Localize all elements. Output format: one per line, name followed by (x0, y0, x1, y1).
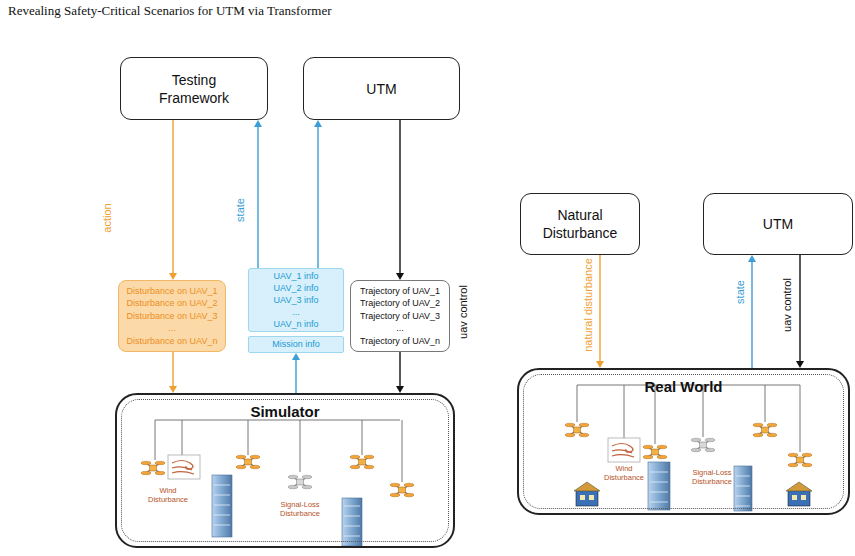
arrow-head (596, 361, 604, 368)
environment-box: Real World (517, 368, 850, 515)
node-text: ... (292, 306, 300, 318)
node-text: ... (396, 322, 404, 335)
flow-arrow (169, 352, 177, 393)
arrow-head (254, 120, 262, 127)
node-text: Trajectory of UAV_3 (360, 310, 440, 323)
drone-icon (350, 455, 374, 469)
trajectory-list-box: Trajectory of UAV_1Trajectory of UAV_2Tr… (350, 280, 450, 352)
flow-arrow (396, 120, 404, 280)
flow-arrow (254, 120, 262, 268)
drone-icon (236, 455, 260, 469)
node-text: UAV_1 info (274, 270, 319, 282)
node-text: Mission info (272, 339, 320, 350)
node-text: Testing Framework (148, 71, 240, 107)
arrow-head (748, 255, 756, 262)
flow-line (317, 126, 318, 268)
wiring (155, 420, 402, 482)
drone-icon (288, 475, 312, 489)
component-box: Natural Disturbance (520, 193, 640, 255)
flow-line (399, 120, 400, 274)
flow-label: state (734, 280, 746, 304)
node-text: UTM (366, 80, 396, 98)
building-icon (734, 466, 752, 511)
action-list-box: Disturbance on UAV_1Disturbance on UAV_2… (118, 280, 226, 352)
arrow-head (169, 386, 177, 393)
wind-icon (608, 438, 640, 462)
arrow-head (292, 353, 300, 360)
flow-label: uav control (457, 285, 469, 339)
mission-box: Mission info (248, 336, 344, 353)
node-text: Simulator (250, 403, 319, 420)
inner-frame (121, 399, 449, 542)
arrow-head (396, 386, 404, 393)
flow-line (295, 359, 296, 393)
flow-label: uav control (781, 278, 793, 332)
arrow-head (169, 273, 177, 280)
flow-arrow (314, 120, 322, 268)
node-text: Trajectory of UAV_n (360, 335, 440, 348)
node-text: Trajectory of UAV_1 (360, 285, 440, 298)
node-text: UTM (763, 215, 793, 233)
drone-icon (788, 453, 812, 467)
flow-arrow (292, 353, 300, 393)
drone-icon (691, 438, 715, 452)
building-icon (648, 462, 670, 510)
disturbance-label: Wind Disturbance (143, 486, 193, 504)
building-icon (342, 498, 362, 546)
node-text: UAV_2 info (274, 282, 319, 294)
node-text: ... (168, 322, 176, 335)
component-box: UTM (703, 193, 853, 255)
building-icon (212, 475, 232, 537)
disturbance-label: Signal-Loss Disturbance (273, 500, 328, 518)
flow-line (172, 352, 173, 387)
component-box: Testing Framework (120, 57, 268, 120)
component-box: UTM (303, 57, 460, 120)
flow-arrow (596, 255, 604, 368)
house-icon (786, 482, 812, 506)
node-text: Trajectory of UAV_2 (360, 297, 440, 310)
node-text: Disturbance on UAV_n (127, 335, 218, 348)
flow-arrow (796, 255, 804, 368)
arrow-head (314, 120, 322, 127)
flow-label: state (234, 198, 246, 222)
flow-line (799, 255, 800, 362)
node-text: UAV_3 info (274, 294, 319, 306)
node-text: Natural Disturbance (534, 206, 626, 242)
disturbance-label: Wind Disturbance (599, 464, 649, 482)
drone-icon (753, 423, 777, 437)
flow-label: action (101, 203, 113, 232)
flow-line (172, 120, 173, 274)
arrow-head (796, 361, 804, 368)
flow-line (399, 352, 400, 387)
drone-icon (141, 461, 165, 475)
flow-label: natural disturbance (582, 258, 594, 352)
drone-icon (390, 483, 414, 497)
arrow-head (396, 273, 404, 280)
flow-line (599, 255, 600, 362)
house-icon (574, 482, 600, 506)
state-list-box: UAV_1 infoUAV_2 infoUAV_3 info...UAV_n i… (248, 268, 344, 332)
node-text: Disturbance on UAV_1 (127, 285, 218, 298)
node-text: Real World (644, 378, 722, 395)
drone-icon (565, 423, 589, 437)
flow-line (257, 126, 258, 268)
flow-arrow (748, 255, 756, 368)
drone-icon (643, 445, 667, 459)
node-text: Disturbance on UAV_2 (127, 297, 218, 310)
flow-arrow (169, 120, 177, 280)
flow-arrow (396, 352, 404, 393)
node-text: UAV_n info (274, 318, 319, 330)
page-header: Revealing Safety-Critical Scenarios for … (8, 3, 331, 19)
disturbance-label: Signal-Loss Disturbance (685, 468, 740, 486)
wind-icon (168, 455, 200, 479)
environment-box: Simulator (115, 393, 455, 548)
flow-line (751, 261, 752, 368)
node-text: Disturbance on UAV_3 (127, 310, 218, 323)
